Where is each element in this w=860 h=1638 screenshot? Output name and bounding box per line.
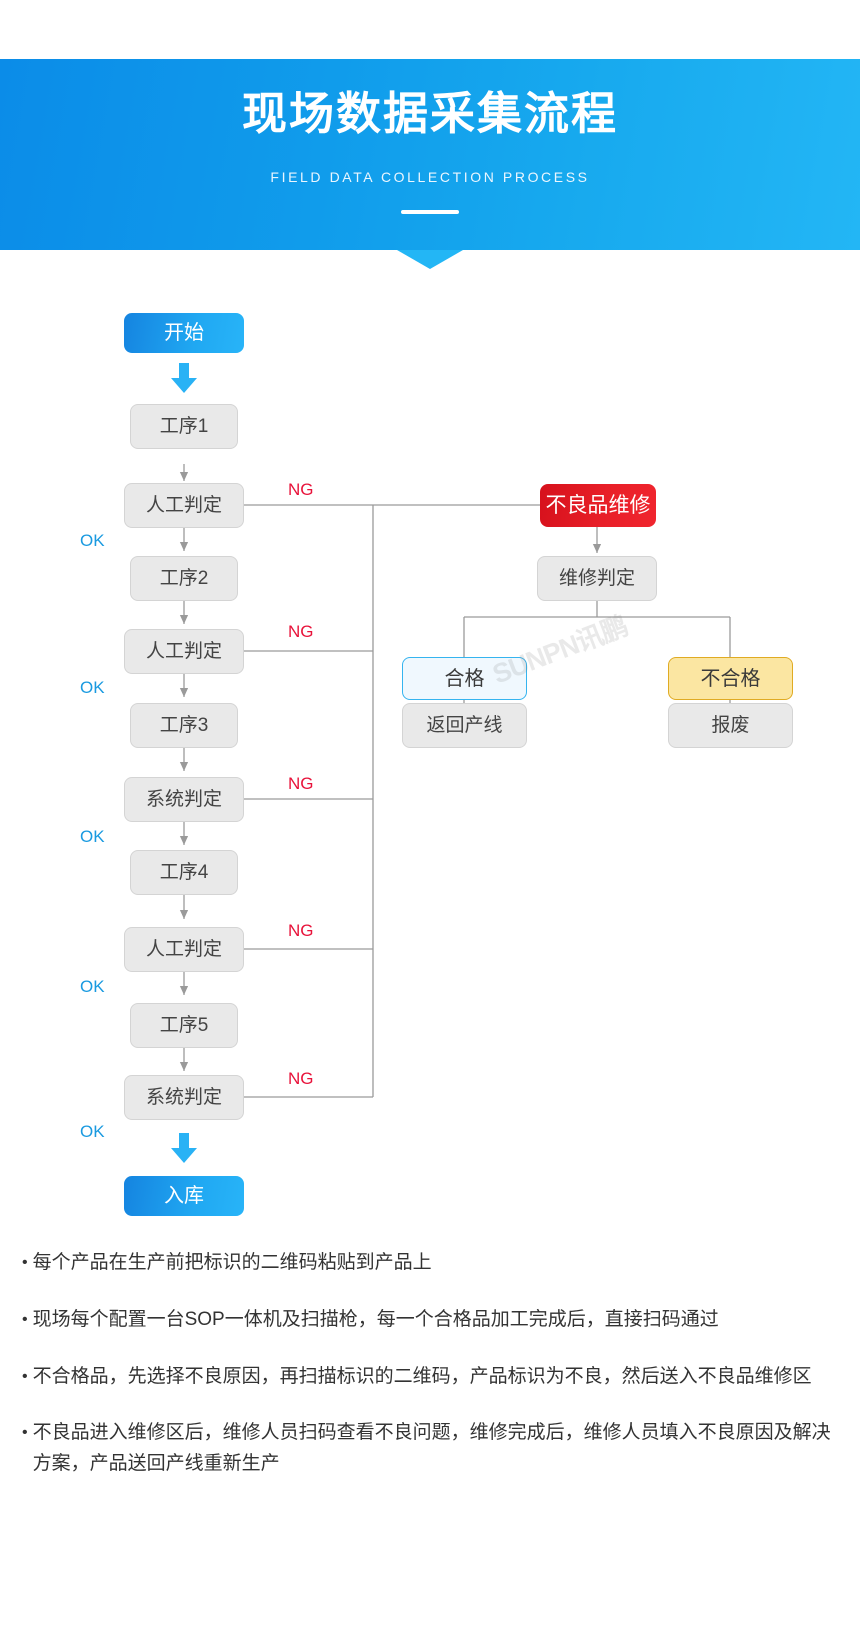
note-text: 每个产品在生产前把标识的二维码粘贴到产品上 (32, 1252, 432, 1273)
node-judge2[interactable]: 人工判定 (124, 629, 244, 674)
label-ng-4: NG (288, 921, 314, 940)
node-judge4[interactable]: 人工判定 (124, 927, 244, 972)
node-scrap[interactable]: 报废 (668, 703, 793, 748)
note-item: • 现场每个配置一台SOP一体机及扫描枪，每一个合格品加工完成后，直接扫码通过 (22, 1305, 838, 1336)
label-ok-5: OK (80, 1122, 105, 1141)
node-pass[interactable]: 合格 (402, 657, 527, 700)
label-ng-1: NG (288, 480, 314, 499)
label-ok-1: OK (80, 531, 105, 550)
node-judge5[interactable]: 系统判定 (124, 1075, 244, 1120)
note-item: • 不良品进入维修区后，维修人员扫码查看不良问题，维修完成后，维修人员填入不良原… (22, 1418, 838, 1480)
node-step1[interactable]: 工序1 (130, 404, 238, 449)
note-text: 现场每个配置一台SOP一体机及扫描枪，每一个合格品加工完成后，直接扫码通过 (32, 1308, 719, 1330)
page-subtitle: FIELD DATA COLLECTION PROCESS (270, 169, 590, 185)
note-item: • 每个产品在生产前把标识的二维码粘贴到产品上 (22, 1248, 838, 1279)
node-return-line[interactable]: 返回产线 (402, 703, 527, 748)
node-warehouse[interactable]: 入库 (124, 1176, 244, 1216)
page-title: 现场数据采集流程 (241, 88, 618, 139)
node-step3[interactable]: 工序3 (130, 703, 238, 748)
label-ng-3: NG (288, 774, 314, 793)
bullet-icon: • (22, 1367, 28, 1385)
label-ng-5: NG (288, 1069, 314, 1088)
notes-list: • 每个产品在生产前把标识的二维码粘贴到产品上 • 现场每个配置一台SOP一体机… (0, 1248, 860, 1506)
node-step2[interactable]: 工序2 (130, 556, 238, 601)
flowchart-connectors (179, 464, 735, 1098)
label-ok-2: OK (80, 678, 105, 697)
big-arrow-judge5-to-warehouse (171, 1133, 197, 1163)
label-ng-2: NG (288, 622, 314, 641)
note-item: • 不合格品，先选择不良原因，再扫描标识的二维码，产品标识为不良，然后送入不良品… (22, 1362, 838, 1393)
node-repair[interactable]: 不良品维修 (540, 484, 656, 527)
node-judge3[interactable]: 系统判定 (124, 777, 244, 822)
node-step5[interactable]: 工序5 (130, 1003, 238, 1048)
label-ok-3: OK (80, 827, 105, 846)
page-header-banner: 现场数据采集流程 FIELD DATA COLLECTION PROCESS (0, 59, 860, 250)
node-fail[interactable]: 不合格 (668, 657, 793, 700)
bullet-icon: • (22, 1254, 28, 1271)
node-judge1[interactable]: 人工判定 (124, 483, 244, 528)
note-text: 不良品进入维修区后，维修人员扫码查看不良问题，维修完成后，维修人员填入不良原因及… (32, 1422, 831, 1475)
node-start[interactable]: 开始 (124, 313, 244, 353)
flowchart: 开始 工序1 人工判定 工序2 人工判定 工序3 系统判定 工序4 人工判定 工… (80, 313, 793, 1216)
header-notch-triangle-icon (397, 250, 463, 269)
header-divider-rule (401, 210, 459, 214)
bullet-icon: • (22, 1424, 28, 1442)
label-ok-4: OK (80, 977, 105, 996)
note-text: 不合格品，先选择不良原因，再扫描标识的二维码，产品标识为不良，然后送入不良品维修… (32, 1365, 812, 1387)
node-step4[interactable]: 工序4 (130, 850, 238, 895)
node-repair-judge[interactable]: 维修判定 (537, 556, 657, 601)
big-arrow-start-to-step1 (171, 363, 197, 393)
bullet-icon: • (22, 1310, 28, 1328)
